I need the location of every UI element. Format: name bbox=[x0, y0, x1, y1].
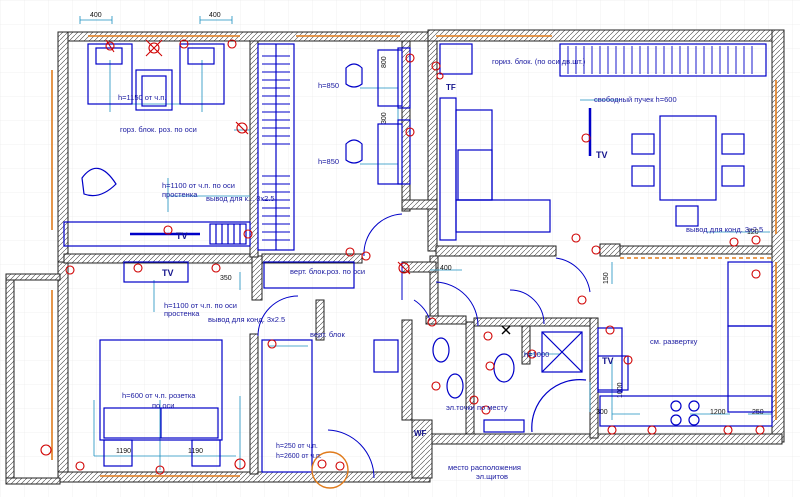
corridor-cabinet bbox=[263, 261, 355, 289]
shower-tray bbox=[541, 331, 583, 373]
label-h850-bottom: h=850 bbox=[318, 157, 339, 166]
tv-kitchen: TV bbox=[602, 356, 614, 366]
label-horiz-block: горз. блок. роз. по оси bbox=[120, 125, 197, 134]
label-prostenka-top: простенка bbox=[162, 190, 198, 199]
label-vert-block: верт. блок bbox=[310, 330, 345, 339]
dim-350: 350 bbox=[220, 275, 232, 282]
dim-400-corridor: 400 bbox=[440, 265, 452, 272]
tv-living: TV bbox=[596, 150, 608, 160]
kitchen-counter bbox=[599, 395, 773, 427]
label-h1000: h=1000 bbox=[524, 350, 549, 359]
walls bbox=[5, 29, 785, 485]
dim-300: 300 bbox=[381, 112, 388, 124]
label-vyvod-kitchen: вывод для конд. 3х2.5 bbox=[686, 225, 763, 234]
label-prostenka-bottom: простенка bbox=[164, 309, 200, 318]
dim-300-kitchen: 300 bbox=[596, 409, 608, 416]
tv-hall: TV bbox=[162, 268, 174, 278]
dimension-lines bbox=[79, 16, 772, 470]
nightstand bbox=[135, 69, 173, 111]
label-vyvod-bottom: вывод для конд. 3х2.5 bbox=[208, 315, 285, 324]
doors bbox=[257, 213, 591, 479]
armchair bbox=[81, 167, 117, 197]
label-h2600: h=2600 от ч.п. bbox=[276, 453, 322, 460]
label-tf: TF bbox=[446, 83, 456, 92]
bath-shelf bbox=[483, 419, 525, 433]
label-sm-razvertku: см. развертку bbox=[650, 337, 698, 346]
label-el-shchitov: эл.щитов bbox=[476, 472, 508, 481]
dim-120: 120 bbox=[747, 229, 759, 236]
dim-1190-b: 1190 bbox=[188, 448, 203, 455]
label-h1100-bottom: h=1100 от ч.п. по оси bbox=[164, 301, 237, 310]
label-el-tochki: эл.точки по месту bbox=[446, 403, 508, 412]
dim-top-mid: 400 bbox=[209, 12, 221, 19]
label-h850-top: h=850 bbox=[318, 81, 339, 90]
dining-chair bbox=[631, 133, 655, 155]
desk-top bbox=[377, 49, 403, 107]
desk-bottom bbox=[377, 123, 403, 185]
label-svobodny: свободный пучек h=600 bbox=[594, 95, 677, 104]
annotations: h=1150 от ч.п. горз. блок. роз. по оси h… bbox=[118, 57, 763, 481]
dim-1200: 1200 bbox=[710, 409, 726, 416]
hall-chair bbox=[373, 339, 399, 373]
label-h1100-top: h=1100 от ч.п. по оси bbox=[162, 181, 235, 190]
dining-table bbox=[659, 115, 717, 201]
label-h1150: h=1150 от ч.п. bbox=[118, 93, 166, 102]
label-wf: WF bbox=[414, 429, 427, 438]
marker-cross-icon bbox=[501, 325, 511, 335]
bed-left bbox=[87, 43, 133, 105]
dim-800: 800 bbox=[381, 56, 388, 68]
dim-1190-a: 1190 bbox=[116, 448, 131, 455]
label-vyvod-top: вывод для к... 3х2.5 bbox=[206, 194, 275, 203]
label-mesto: место расположения bbox=[448, 463, 521, 472]
radiator bbox=[559, 43, 767, 77]
tv-bedroom: TV bbox=[176, 231, 188, 241]
label-h250: h=250 от ч.п. bbox=[276, 443, 318, 450]
windows bbox=[51, 35, 777, 477]
chair-study-bottom bbox=[345, 139, 363, 164]
double-bed bbox=[99, 339, 223, 441]
furniture bbox=[63, 43, 773, 473]
chair-study-top bbox=[345, 63, 363, 88]
dim-150: 150 bbox=[603, 272, 610, 284]
label-h600: h=600 от ч.п. розетка bbox=[122, 391, 196, 400]
toilet bbox=[446, 373, 464, 399]
dim-top-left: 400 bbox=[90, 12, 102, 19]
sink-left bbox=[432, 337, 450, 363]
label-vert-block-roz: верт. блок.роз. по оси bbox=[290, 267, 365, 276]
shower-arc bbox=[531, 379, 587, 433]
wardrobe-bedroom2 bbox=[261, 339, 313, 473]
tf-cabinet bbox=[439, 43, 473, 75]
outlets bbox=[40, 39, 765, 489]
tv-labels: TV TV TV TV bbox=[162, 150, 614, 366]
label-horiz-block-right: гориз. блок. (по оси дв.шт.) bbox=[492, 57, 586, 66]
bed-right bbox=[179, 43, 225, 105]
label-po-osi: по оси bbox=[152, 401, 174, 410]
